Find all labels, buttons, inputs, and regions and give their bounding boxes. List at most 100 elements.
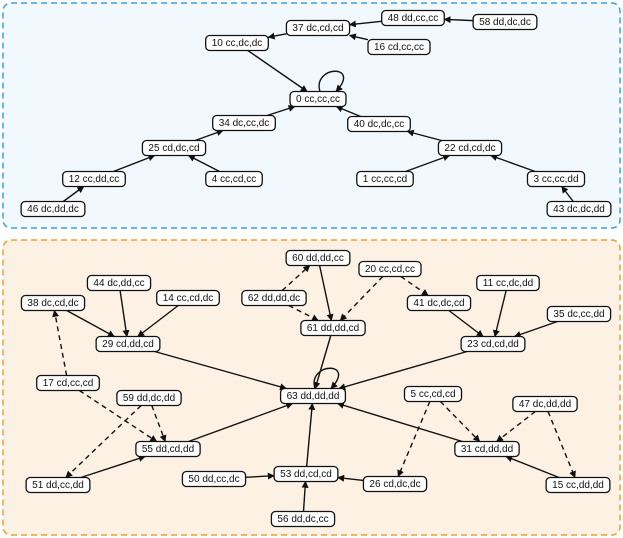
node-label: 46 dc,dd,dc — [27, 204, 79, 215]
node-box — [279, 387, 347, 405]
graph-edge — [336, 401, 463, 443]
node-label: 34 dc,cc,dc — [219, 118, 270, 129]
graph-edge — [188, 402, 294, 443]
node-box — [367, 38, 431, 56]
node-box — [205, 34, 269, 52]
node-label: 59 dd,dc,dd — [123, 393, 175, 404]
graph-edge — [348, 33, 369, 41]
graph-node: 62 dd,dd,dc — [241, 289, 307, 307]
node-box — [135, 440, 201, 458]
graph-edge — [245, 472, 275, 480]
node-box — [512, 395, 578, 413]
node-label: 63 dd,dd,dd — [287, 391, 340, 402]
graph-node: 31 cd,dd,dd — [454, 440, 520, 458]
node-box — [381, 9, 445, 27]
graph-edge — [288, 304, 319, 322]
node-box — [205, 170, 263, 188]
graph-node: 38 dc,cd,dc — [20, 294, 86, 312]
node-box — [95, 335, 161, 353]
node-label: 26 cd,dc,dc — [369, 479, 420, 490]
node-box — [289, 90, 347, 108]
graph-edge — [318, 265, 334, 322]
graph-edge — [151, 405, 167, 443]
node-label: 38 dc,cd,dc — [27, 298, 78, 309]
graph-edge — [348, 20, 382, 28]
graph-node: 35 dc,cc,dd — [546, 305, 612, 323]
graph-node: 48 dd,cc,cc — [381, 9, 445, 27]
node-label: 4 cc,cd,cc — [212, 174, 256, 185]
cluster-bottom — [2, 239, 621, 536]
graph-edge — [313, 335, 332, 390]
node-box — [356, 170, 414, 188]
graph-node: 46 dc,dd,dc — [20, 200, 86, 218]
graph-edge — [247, 49, 308, 93]
node-box — [546, 200, 612, 218]
node-label: 51 dd,cc,dd — [32, 480, 84, 491]
node-label: 40 dc,dc,cc — [354, 119, 405, 130]
graph-node: 50 dd,cc,dc — [181, 470, 247, 488]
graph-edge — [492, 290, 507, 338]
node-box — [141, 139, 207, 157]
graph-node: 60 dd,dd,cc — [285, 249, 351, 267]
node-label: 0 cc,cc,cc — [296, 94, 340, 105]
node-label: 62 dd,dd,dc — [248, 293, 300, 304]
node-box — [20, 200, 86, 218]
node-box — [25, 476, 91, 494]
graph-node: 59 dd,dc,dd — [116, 389, 182, 407]
graph-node: 26 cd,dc,dc — [362, 475, 428, 493]
cluster-top — [2, 2, 621, 229]
graph-edge — [301, 480, 309, 512]
node-box — [116, 389, 182, 407]
graph-edge — [80, 455, 146, 479]
graph-node: 63 dd,dd,dd — [279, 387, 347, 405]
node-box — [86, 274, 152, 292]
node-box — [546, 305, 612, 323]
graph-edge — [335, 105, 361, 118]
node-label: 20 cc,cd,cc — [365, 264, 415, 275]
node-label: 5 cc,cd,cd — [410, 389, 455, 400]
node-box — [545, 476, 611, 494]
graph-node: 53 dd,cd,cd — [273, 465, 339, 483]
graph-node: 55 dd,cd,dd — [135, 440, 201, 458]
node-label: 50 dd,cc,dc — [188, 474, 239, 485]
graph-edge — [119, 290, 130, 338]
graph-node: 25 cd,dc,cd — [141, 139, 207, 157]
node-label: 56 dd,dc,cc — [277, 514, 328, 525]
node-label: 47 dc,dd,dd — [519, 399, 571, 410]
node-label: 61 dd,dd,cd — [307, 323, 359, 334]
graph-edge — [194, 129, 224, 142]
graph-edge — [547, 411, 576, 479]
graph-edge — [439, 401, 481, 442]
graph-node: 16 cd,cc,cc — [367, 38, 431, 56]
graph-node: 3 cc,cc,dd — [526, 170, 586, 188]
graph-edge — [187, 154, 220, 173]
node-box — [156, 289, 220, 307]
node-label: 25 cd,dc,cd — [148, 143, 199, 154]
node-label: 58 dd,dc,dc — [479, 17, 531, 28]
edges-layer — [52, 16, 576, 512]
graph-node: 29 cd,dd,cd — [95, 335, 161, 353]
node-box — [472, 13, 538, 31]
graph-node: 10 cc,dc,dc — [205, 34, 269, 52]
graph-node: 58 dd,dc,dc — [472, 13, 538, 31]
node-box — [406, 294, 472, 312]
node-box — [437, 139, 503, 157]
node-box — [460, 335, 526, 353]
graph-edge — [443, 16, 474, 24]
graph-edge — [406, 129, 442, 142]
node-label: 44 dc,dd,cc — [93, 278, 144, 289]
node-box — [285, 19, 351, 37]
graph-node: 51 dd,cc,dd — [25, 476, 91, 494]
node-label: 55 dd,cd,dd — [142, 444, 194, 455]
node-box — [403, 385, 463, 403]
node-label: 31 cd,dd,dd — [461, 444, 513, 455]
node-label: 60 dd,dd,cc — [292, 253, 344, 264]
graph-node: 56 dd,dc,cc — [270, 510, 336, 528]
graph-edge — [337, 474, 364, 482]
node-box — [300, 319, 366, 337]
graph-edge — [137, 304, 179, 338]
graph-edge — [400, 275, 429, 297]
graph-edge — [338, 350, 468, 391]
